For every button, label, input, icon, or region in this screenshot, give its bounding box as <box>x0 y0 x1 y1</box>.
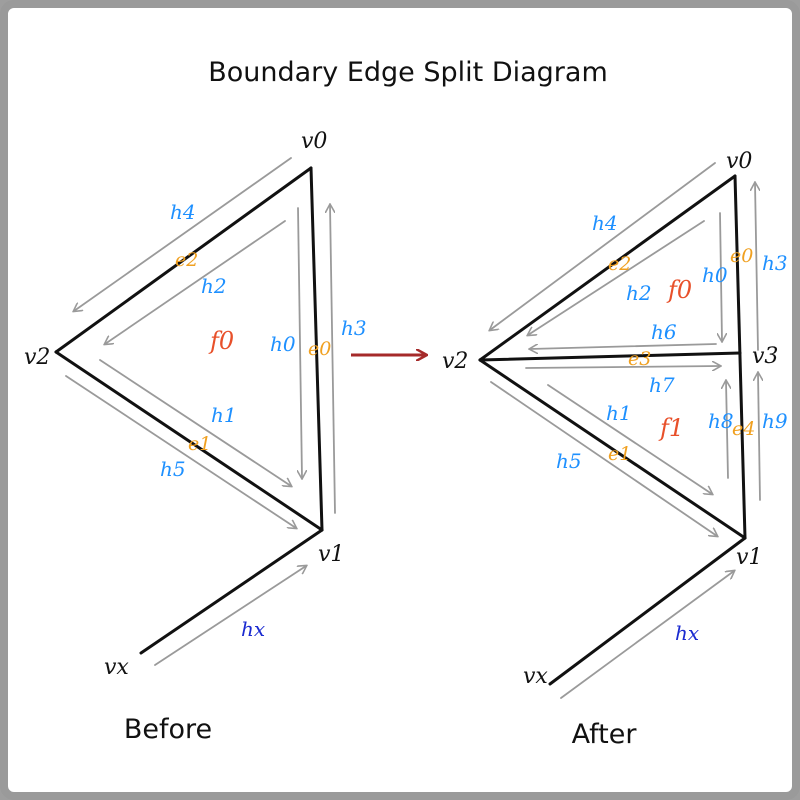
halfedge-h2-arrow <box>528 220 705 335</box>
halfedge-h9-arrow <box>758 373 760 501</box>
halfedge-h5-arrow <box>65 375 296 528</box>
halfedge-h8-arrow <box>726 381 728 479</box>
halfedge-h6-arrow <box>530 343 717 349</box>
halfedge-hx-arrow <box>154 566 306 666</box>
before-caption: Before <box>124 714 212 745</box>
halfedge-h0-arrow <box>720 212 722 341</box>
edge-e1-label: e1 <box>608 443 631 465</box>
halfedge-h4-label: h4 <box>170 200 196 224</box>
face-f1-label: f1 <box>658 414 684 442</box>
vertex-v3-label: v3 <box>752 344 778 369</box>
halfedge-h5-arrow <box>490 381 717 536</box>
halfedge-h4-arrow <box>490 162 716 330</box>
vertex-v2-label: v2 <box>24 345 50 370</box>
halfedge-h1-arrow <box>547 384 712 494</box>
halfedge-h5-label: h5 <box>160 457 186 481</box>
halfedge-h4-label: h4 <box>592 211 618 235</box>
diagram-canvas: Boundary Edge Split Diagram v0 v2 v1 vx … <box>24 57 788 750</box>
halfedge-hx-label: hx <box>675 621 699 645</box>
edge-v2-v1 <box>54 350 324 532</box>
vertex-vx-label: vx <box>104 655 129 680</box>
edge-e4-label: e4 <box>732 418 755 440</box>
halfedge-h5-label: h5 <box>556 449 582 473</box>
halfedge-h3-label: h3 <box>341 316 367 340</box>
diagram-title: Boundary Edge Split Diagram <box>208 57 608 88</box>
halfedge-h3-arrow <box>755 183 758 351</box>
halfedge-h3-label: h3 <box>762 251 788 275</box>
vertex-vx-label: vx <box>523 664 548 689</box>
edge-v0-v1 <box>733 174 747 540</box>
after-diagram: v0 v2 v3 v1 vx h4 h2 h0 h3 h6 h7 h1 h8 h… <box>442 149 788 750</box>
halfedge-h7-arrow <box>525 366 720 368</box>
halfedge-h1-label: h1 <box>606 401 632 425</box>
edge-v2-v3 <box>478 351 742 362</box>
halfedge-h2-label: h2 <box>626 281 652 305</box>
halfedge-h0-label: h0 <box>270 332 296 356</box>
edge-e0-label: e0 <box>308 338 331 360</box>
vertex-v0-label: v0 <box>301 129 327 154</box>
halfedge-h2-label: h2 <box>201 274 227 298</box>
halfedge-h8-label: h8 <box>708 409 734 433</box>
after-caption: After <box>572 719 638 750</box>
vertex-v2-label: v2 <box>442 349 468 374</box>
halfedge-h0-arrow <box>298 207 302 478</box>
halfedge-hx-label: hx <box>241 617 265 641</box>
edge-e3-label: e3 <box>628 348 651 370</box>
edge-vx-v1 <box>548 536 747 686</box>
vertex-v1-label: v1 <box>736 545 762 570</box>
halfedge-h4-arrow <box>74 157 292 311</box>
edge-v0-v2 <box>54 166 313 354</box>
face-f0-label: f0 <box>208 327 234 355</box>
halfedge-h7-label: h7 <box>649 373 675 397</box>
halfedge-h3-arrow <box>330 205 336 514</box>
edge-vx-v1 <box>139 528 324 655</box>
halfedge-h2-arrow <box>105 220 286 344</box>
halfedge-hx-arrow <box>560 571 734 699</box>
face-f0-label: f0 <box>666 276 692 304</box>
halfedge-h9-label: h9 <box>762 409 788 433</box>
edge-e0-label: e0 <box>730 245 753 267</box>
halfedge-h0-label: h0 <box>702 263 728 287</box>
before-diagram: v0 v2 v1 vx h4 h2 h0 h3 h1 h5 hx e2 e0 e… <box>24 129 367 745</box>
edge-v2-v1 <box>478 358 747 540</box>
edge-e1-label: e1 <box>188 433 211 455</box>
edge-e2-label: e2 <box>608 253 631 275</box>
edge-e2-label: e2 <box>175 249 198 271</box>
halfedge-h1-arrow <box>99 359 291 486</box>
edge-v0-v2 <box>478 174 737 362</box>
halfedge-h1-label: h1 <box>211 403 237 427</box>
vertex-v1-label: v1 <box>318 542 344 567</box>
halfedge-h6-label: h6 <box>651 320 677 344</box>
edge-v0-v1 <box>309 166 324 532</box>
vertex-v0-label: v0 <box>726 149 752 174</box>
